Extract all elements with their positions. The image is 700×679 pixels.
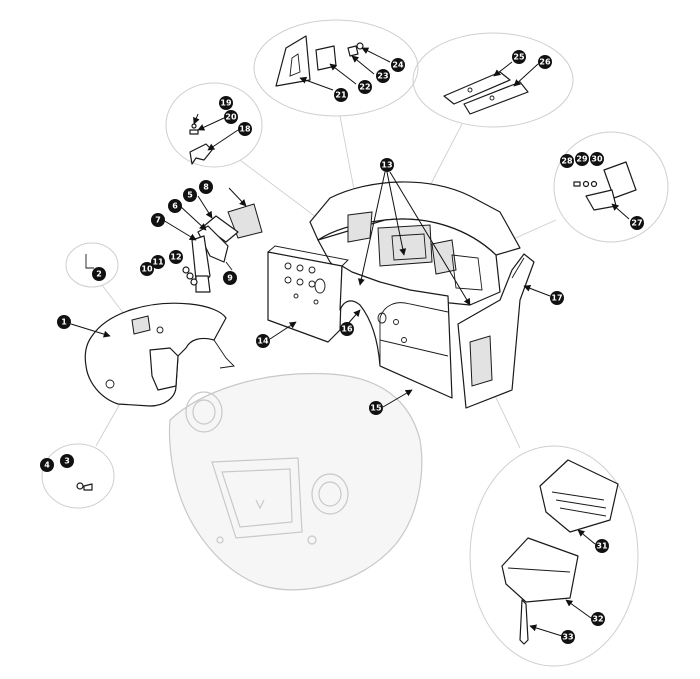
callout-14: 14 <box>256 334 270 348</box>
callout-13: 13 <box>380 158 394 172</box>
callout-10: 10 <box>140 262 154 276</box>
svg-text:14: 14 <box>257 337 269 346</box>
callout-30: 30 <box>590 152 604 166</box>
callout-5: 5 <box>183 188 197 202</box>
svg-text:19: 19 <box>220 99 232 108</box>
svg-text:9: 9 <box>227 274 233 283</box>
detail-circle-pin-2 <box>65 242 119 288</box>
callout-2: 2 <box>92 267 106 281</box>
detail-circle-brackets-21-24 <box>253 19 419 117</box>
detail-circle-fasteners-3-4 <box>41 443 115 509</box>
ghost-dashboard <box>168 372 423 591</box>
svg-text:10: 10 <box>141 265 153 274</box>
callout-28: 28 <box>560 154 574 168</box>
svg-text:22: 22 <box>359 83 370 92</box>
svg-text:5: 5 <box>187 191 193 200</box>
svg-text:8: 8 <box>203 183 209 192</box>
bracket-parts-21-24 <box>275 35 364 87</box>
callout-6: 6 <box>168 199 182 213</box>
callout-18: 18 <box>238 122 252 136</box>
svg-text:32: 32 <box>592 615 603 624</box>
detail-circle-bracket-27-30 <box>553 131 669 243</box>
svg-text:23: 23 <box>377 72 388 81</box>
svg-text:1: 1 <box>61 318 67 327</box>
callout-31: 31 <box>595 539 609 553</box>
svg-text:7: 7 <box>155 216 161 225</box>
svg-text:12: 12 <box>170 253 181 262</box>
callout-11: 11 <box>151 255 165 269</box>
svg-text:33: 33 <box>562 633 573 642</box>
callout-9: 9 <box>223 271 237 285</box>
svg-text:31: 31 <box>596 542 608 551</box>
svg-text:2: 2 <box>96 270 102 279</box>
svg-text:30: 30 <box>591 155 603 164</box>
callout-8: 8 <box>199 180 213 194</box>
bracket-parts-5-12 <box>182 203 263 293</box>
bracket-parts-18-20 <box>189 123 213 165</box>
callout-7: 7 <box>151 213 165 227</box>
callout-15: 15 <box>369 401 383 415</box>
svg-text:11: 11 <box>152 258 164 267</box>
svg-text:18: 18 <box>239 125 251 134</box>
svg-text:16: 16 <box>341 325 353 334</box>
svg-text:27: 27 <box>631 219 642 228</box>
tray-parts-31-33 <box>501 459 619 645</box>
callout-25: 25 <box>512 50 526 64</box>
svg-text:26: 26 <box>539 58 551 67</box>
callout-26: 26 <box>538 55 552 69</box>
plate-parts-25-26 <box>443 71 529 115</box>
callout-17: 17 <box>550 291 564 305</box>
callout-29: 29 <box>575 152 589 166</box>
callout-16: 16 <box>340 322 354 336</box>
bulkhead-left <box>267 245 349 343</box>
svg-text:28: 28 <box>561 157 573 166</box>
callout-32: 32 <box>591 612 605 626</box>
callout-12: 12 <box>169 250 183 264</box>
callout-23: 23 <box>376 69 390 83</box>
callout-19: 19 <box>219 96 233 110</box>
svg-text:29: 29 <box>576 155 588 164</box>
svg-text:21: 21 <box>335 91 347 100</box>
callout-21: 21 <box>334 88 348 102</box>
svg-text:4: 4 <box>44 461 50 470</box>
svg-text:15: 15 <box>370 404 382 413</box>
callout-27: 27 <box>630 216 644 230</box>
svg-text:3: 3 <box>64 457 70 466</box>
svg-text:6: 6 <box>172 202 178 211</box>
callout-33: 33 <box>561 630 575 644</box>
svg-text:24: 24 <box>392 61 404 70</box>
fasteners-3-4 <box>76 482 93 491</box>
bulkhead-centre <box>339 265 453 399</box>
callout-24: 24 <box>391 58 405 72</box>
callout-4: 4 <box>40 458 54 472</box>
svg-text:20: 20 <box>225 113 237 122</box>
pin-part-2 <box>85 254 94 269</box>
svg-text:25: 25 <box>513 53 525 62</box>
detail-circle-trays-31-33 <box>469 445 639 667</box>
detail-circle-bracket-18-20 <box>165 82 263 168</box>
svg-text:17: 17 <box>551 294 562 303</box>
callout-3: 3 <box>60 454 74 468</box>
detail-circles <box>41 19 669 667</box>
detail-circle-plates-25-26 <box>412 32 574 128</box>
side-panel-right <box>457 253 535 409</box>
bracket-parts-27-30 <box>573 161 637 211</box>
svg-text:13: 13 <box>381 161 392 170</box>
callout-1: 1 <box>57 315 71 329</box>
callout-22: 22 <box>358 80 372 94</box>
callout-20: 20 <box>224 110 238 124</box>
trim-panel-left <box>84 302 235 407</box>
